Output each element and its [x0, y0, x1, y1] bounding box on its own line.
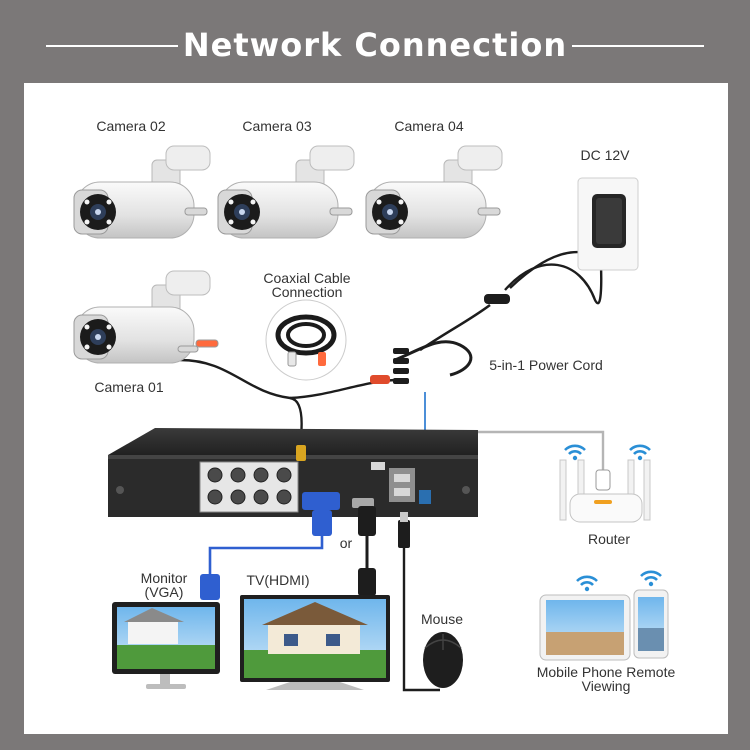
page-title: Network Connection — [182, 26, 568, 64]
tv-device — [240, 595, 390, 690]
output-plugs — [200, 506, 410, 600]
camera-02 — [73, 145, 211, 239]
coaxial-label-line2: Connection — [271, 284, 343, 300]
camera-03 — [217, 145, 355, 239]
camera-pigtails — [177, 207, 501, 353]
coaxial-cable-coil — [265, 299, 347, 381]
monitor-label-line1: Monitor — [140, 570, 188, 586]
power-cord-label: 5-in-1 Power Cord — [489, 357, 603, 373]
monitor-device — [112, 602, 220, 689]
title-rule-right — [572, 45, 704, 47]
title-rule-left — [46, 45, 178, 47]
camera-01-label: Camera 01 — [94, 379, 164, 395]
title-bar: Network Connection — [0, 22, 750, 68]
power-cord-splitter — [370, 294, 510, 384]
mobile-devices — [539, 570, 669, 661]
camera-04 — [365, 145, 503, 239]
vga-cable — [208, 530, 324, 575]
mouse-device — [423, 632, 463, 688]
mouse-cable — [402, 548, 440, 692]
monitor-label-line2: (VGA) — [144, 584, 184, 600]
router — [559, 444, 652, 523]
mobile-label-line2: Viewing — [581, 678, 631, 694]
router-label: Router — [587, 531, 631, 547]
monitor-label: Monitor (VGA) — [124, 571, 204, 599]
camera-04-label: Camera 04 — [394, 118, 464, 134]
mouse-label: Mouse — [420, 611, 464, 627]
dc-12v-label: DC 12V — [580, 147, 630, 163]
camera-03-label: Camera 03 — [242, 118, 312, 134]
coaxial-label-line1: Coaxial Cable — [263, 270, 351, 286]
camera-02-label: Camera 02 — [96, 118, 166, 134]
or-label: or — [339, 535, 353, 551]
mobile-label: Mobile Phone Remote Viewing — [524, 665, 688, 693]
coaxial-label: Coaxial Cable Connection — [248, 271, 366, 299]
power-adapter — [577, 177, 639, 271]
dvr-recorder — [108, 428, 478, 517]
camera-01-video-cable — [179, 358, 303, 446]
mobile-label-line1: Mobile Phone Remote — [536, 664, 676, 680]
tv-hdmi-label: TV(HDMI) — [246, 572, 310, 588]
